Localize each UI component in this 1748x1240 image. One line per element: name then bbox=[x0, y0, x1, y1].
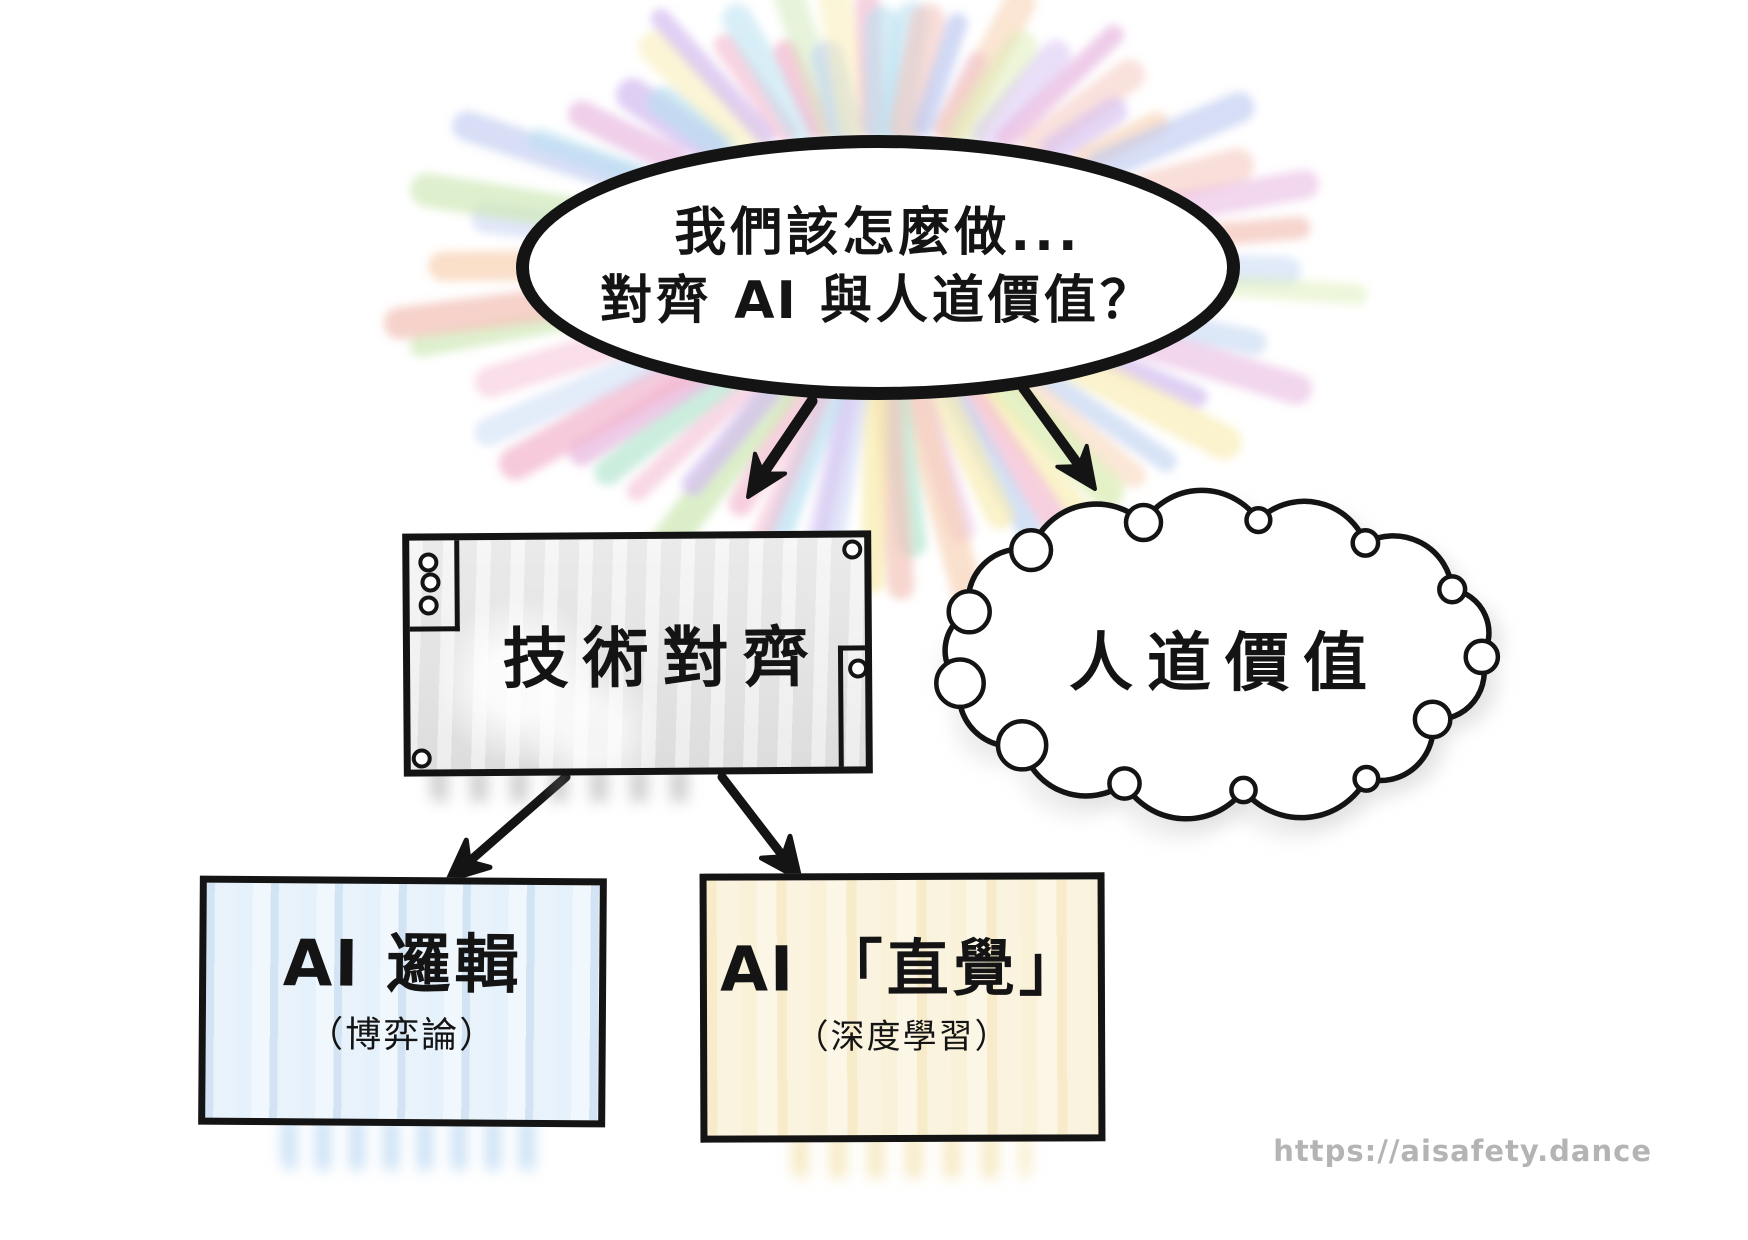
panel-label: 技術對齊 bbox=[502, 618, 823, 698]
arrow-bubble-to-cloud-icon bbox=[1018, 383, 1097, 491]
ai-intuition-label-text: 「直覺」 bbox=[794, 931, 1085, 1006]
technical-alignment-panel: 技術對齊 bbox=[402, 530, 873, 777]
arrow-panel-to-intuition-icon bbox=[717, 772, 803, 882]
ai-intuition-sublabel: （深度學習） bbox=[794, 1016, 1011, 1058]
screw-icon bbox=[420, 572, 441, 593]
watermark-url: https://aisafety.dance bbox=[1273, 1134, 1652, 1168]
cloud-label: 人道價值 bbox=[1069, 627, 1381, 701]
ai-intuition-label: AI 「直覺」 bbox=[719, 931, 1085, 1006]
question-line-2-post: 與人道價值？ bbox=[797, 270, 1156, 331]
ai-logic-label-text: 邏輯 bbox=[360, 927, 523, 1003]
ai-word: AI bbox=[282, 926, 361, 1002]
connector-arrows bbox=[445, 383, 1097, 883]
arrow-panel-to-logic-icon bbox=[445, 772, 571, 883]
screw-icon bbox=[418, 552, 439, 573]
ai-logic-box: AI 邏輯 （博弈論） bbox=[198, 875, 607, 1128]
screw-icon bbox=[842, 539, 863, 560]
ai-logic-sublabel: （博弈論） bbox=[307, 1014, 498, 1057]
values-cloud-icon bbox=[934, 487, 1501, 822]
question-line-2-pre: 對齊 bbox=[600, 270, 735, 331]
question-line-2: 對齊 AI 與人道價值？ bbox=[600, 270, 1156, 331]
arrow-bubble-to-panel-icon bbox=[746, 395, 818, 499]
ai-intuition-box: AI 「直覺」 （深度學習） bbox=[699, 872, 1106, 1143]
ai-word: AI bbox=[734, 270, 798, 331]
question-bubble: 我們該怎麼做... 對齊 AI 與人道價值？ bbox=[516, 135, 1240, 400]
question-line-1: 我們該怎麼做... bbox=[674, 203, 1082, 264]
ai-word: AI bbox=[719, 932, 796, 1006]
screw-icon bbox=[411, 748, 432, 769]
ai-logic-label: AI 邏輯 bbox=[282, 926, 523, 1003]
